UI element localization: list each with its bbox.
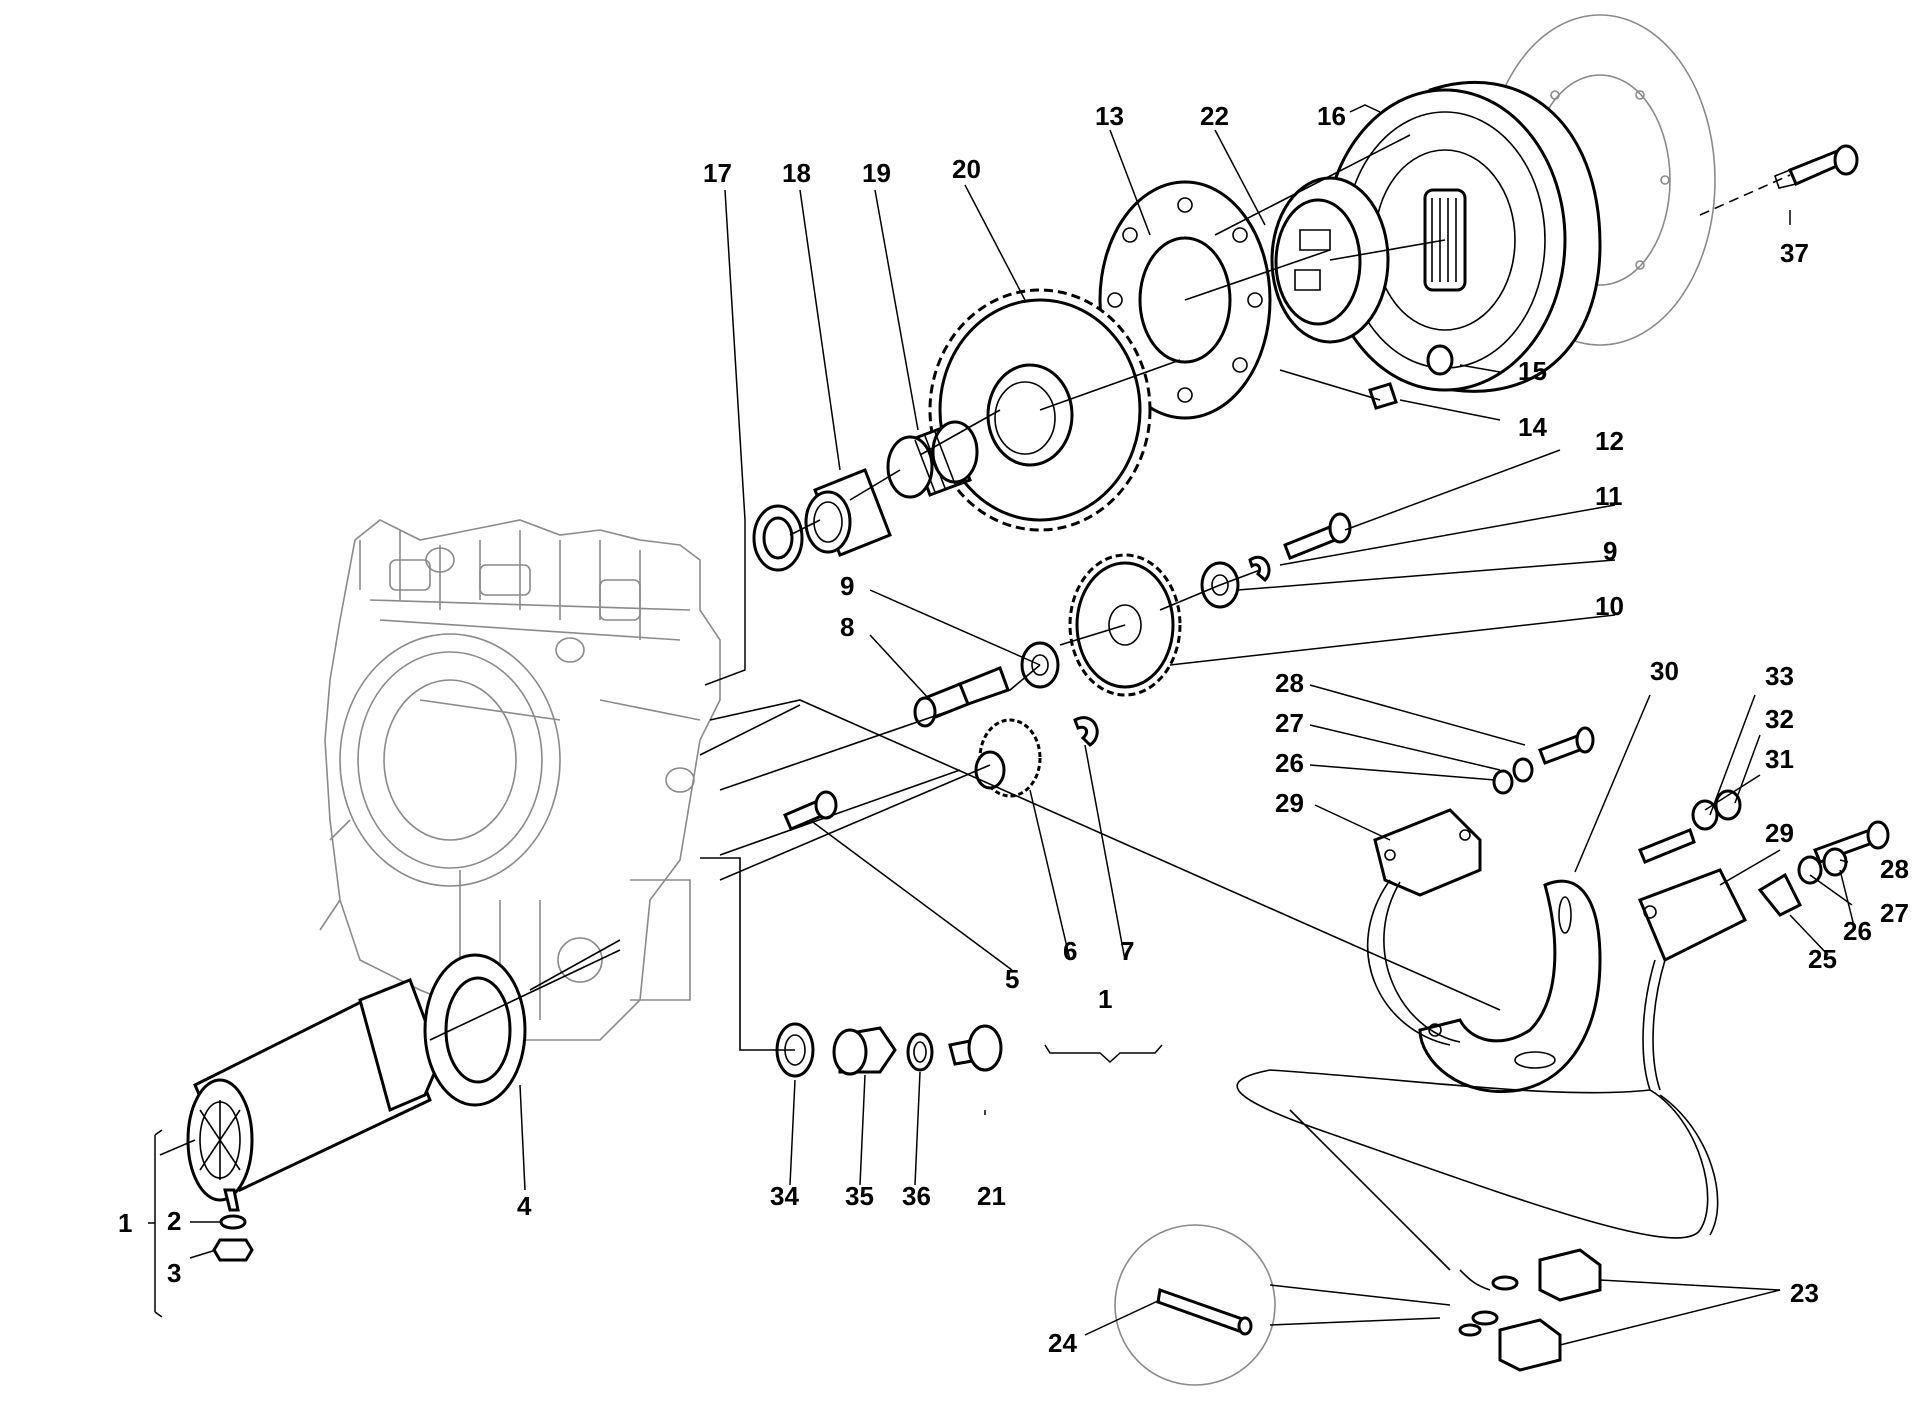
washer-17	[752, 504, 804, 572]
plug-21	[948, 1024, 1003, 1072]
pinion-6	[974, 718, 1042, 798]
shaft-bolt-12	[1283, 512, 1352, 560]
flywheel-rotor	[1323, 14, 1716, 393]
callout-21: 21	[977, 1181, 1006, 1211]
callout-20: 20	[952, 154, 981, 184]
nut-3	[212, 1238, 254, 1262]
callout-33: 33	[1765, 661, 1794, 691]
callout-8: 8	[840, 612, 854, 642]
circlip-7	[1073, 716, 1099, 747]
bolts-washers-26-27-28-31-32-33	[1492, 726, 1890, 917]
callout-1-group: 1	[1098, 984, 1112, 1014]
plug-35	[832, 1026, 897, 1076]
callout-36: 36	[902, 1181, 931, 1211]
callout-14: 14	[1518, 412, 1547, 442]
callout-28-right: 28	[1880, 854, 1909, 884]
washer-36	[906, 1032, 934, 1072]
callout-23: 23	[1790, 1278, 1819, 1308]
callout-7: 7	[1120, 936, 1134, 966]
washer-2	[219, 1214, 247, 1230]
callout-29-right: 29	[1765, 818, 1794, 848]
stator-bracket-30	[1418, 879, 1602, 1093]
callout-3: 3	[167, 1258, 181, 1288]
callout-35: 35	[845, 1181, 874, 1211]
callout-27-right: 27	[1880, 898, 1909, 928]
callout-6: 6	[1063, 936, 1077, 966]
bushing-18	[804, 468, 892, 557]
washer-9-right-hole	[1211, 574, 1229, 596]
callout-18: 18	[782, 158, 811, 188]
callout-15: 15	[1518, 356, 1547, 386]
callout-25: 25	[1808, 944, 1837, 974]
wiring-harness	[1236, 879, 1719, 1337]
callout-37: 37	[1780, 238, 1809, 268]
callout-27-top: 27	[1275, 708, 1304, 738]
needle-bearing-19	[886, 420, 979, 499]
callout-34: 34	[770, 1181, 799, 1211]
callout-32: 32	[1765, 704, 1794, 734]
callout-28-top: 28	[1275, 668, 1304, 698]
circlip-11	[1248, 556, 1271, 583]
gasket-4	[423, 953, 527, 1107]
callout-26-top: 26	[1275, 748, 1304, 778]
washer-9-left-hole	[1031, 654, 1049, 676]
callout-13: 13	[1095, 101, 1124, 131]
callout-4: 4	[517, 1191, 532, 1221]
callout-2: 2	[167, 1206, 181, 1236]
circlip-15	[1426, 344, 1454, 376]
callout-22: 22	[1200, 101, 1229, 131]
pickup-sensor-29-right	[1638, 868, 1748, 963]
assembly-lines	[429, 134, 1791, 1051]
callout-10: 10	[1595, 591, 1624, 621]
callout-9-left: 9	[840, 571, 854, 601]
terminal-detail-24	[1114, 1224, 1276, 1386]
callout-11: 11	[1595, 481, 1623, 511]
crankcase-housing	[319, 519, 721, 1041]
callout-29-top: 29	[1275, 788, 1304, 818]
starter-motor-1	[186, 978, 442, 1212]
callout-5: 5	[1005, 964, 1019, 994]
callout-26-right: 26	[1843, 916, 1872, 946]
callout-31: 31	[1765, 744, 1794, 774]
callout-17: 17	[703, 158, 732, 188]
callout-1: 1	[118, 1208, 132, 1238]
callout-24: 24	[1048, 1328, 1077, 1358]
callout-19: 19	[862, 158, 891, 188]
flywheel-bolt-37	[1774, 144, 1859, 189]
callout-9-right: 9	[1603, 536, 1617, 566]
dowel-pin-14	[1368, 382, 1398, 410]
pickup-sensor-29-left	[1373, 808, 1482, 897]
callout-30: 30	[1650, 656, 1679, 686]
callout-12: 12	[1595, 426, 1624, 456]
bolt-5	[783, 790, 838, 831]
leader-lines	[148, 104, 1856, 1346]
callout-labels: 17 18 19 20 13 22 16 37 15 14 12 11 9 10…	[118, 101, 1909, 1358]
callout-16: 16	[1317, 101, 1346, 131]
connector-23	[1498, 1248, 1602, 1372]
